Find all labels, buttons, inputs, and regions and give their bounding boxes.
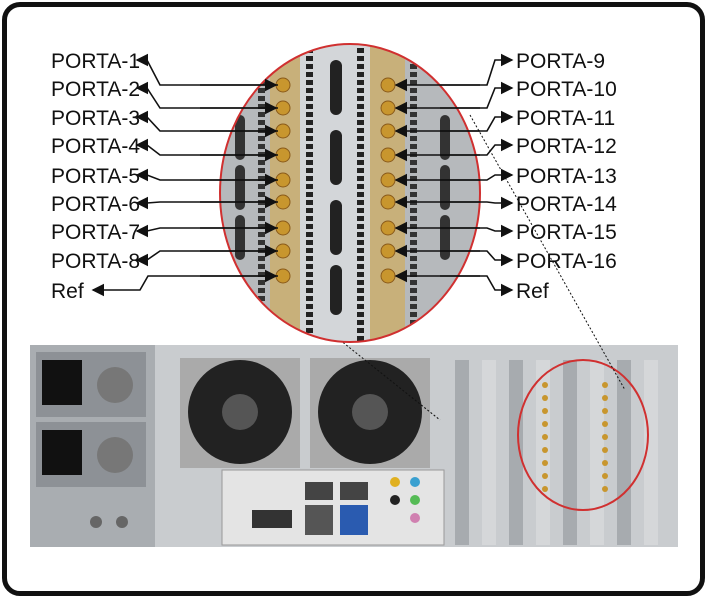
highlight-circle-small (517, 359, 649, 511)
right-arrow (440, 196, 514, 210)
left-port-label: PORTA-8 (51, 250, 140, 273)
sma-connector (275, 172, 291, 188)
sma-connector (602, 421, 608, 427)
sma-connector (275, 243, 291, 259)
sma-connector (602, 486, 608, 492)
right-arrow (440, 250, 514, 267)
sma-connector (542, 382, 548, 388)
sma-connector (380, 243, 396, 259)
right-port-label: PORTA-12 (516, 135, 617, 158)
sma-connector (380, 268, 396, 284)
sma-connector (542, 408, 548, 414)
pci-slot (644, 360, 658, 545)
left-port-label: PORTA-1 (51, 50, 140, 73)
right-arrow (440, 53, 514, 86)
left-port-label: PORTA-3 (51, 107, 140, 130)
sma-connector (275, 123, 291, 139)
sma-connector (380, 172, 396, 188)
power-socket-icon (42, 430, 82, 475)
sma-connector (542, 473, 548, 479)
pci-slot (482, 360, 496, 545)
right-arrow (440, 81, 514, 109)
right-port-label: Ref (516, 280, 549, 303)
pci-slot (617, 360, 631, 545)
pci-slot (536, 360, 550, 545)
sma-connector (542, 421, 548, 427)
left-port-label: Ref (51, 280, 84, 303)
sma-connector (275, 100, 291, 116)
sma-connector (602, 473, 608, 479)
right-port-label: PORTA-10 (516, 78, 617, 101)
right-port-label: PORTA-13 (516, 165, 617, 188)
right-arrow (440, 110, 514, 132)
pci-slot (590, 360, 604, 545)
left-port-label: PORTA-6 (51, 193, 140, 216)
sma-connector (380, 147, 396, 163)
left-port-label: PORTA-4 (51, 135, 140, 158)
pci-slot (509, 360, 523, 545)
highlight-ellipse (219, 43, 481, 343)
sma-connector (602, 395, 608, 401)
sma-connector (602, 434, 608, 440)
sma-connector (542, 447, 548, 453)
sma-connector (380, 194, 396, 210)
left-arrow (135, 53, 278, 86)
sma-connector (602, 460, 608, 466)
left-port-label: PORTA-2 (51, 78, 140, 101)
left-port-label: PORTA-7 (51, 221, 140, 244)
right-port-label: PORTA-15 (516, 221, 617, 244)
right-port-label: PORTA-9 (516, 50, 605, 73)
right-port-label: PORTA-11 (516, 107, 615, 130)
sma-connector (542, 395, 548, 401)
left-port-label: PORTA-5 (51, 165, 140, 188)
sma-connector (602, 408, 608, 414)
sma-connector (275, 147, 291, 163)
server-chassis-photo (30, 345, 678, 547)
right-arrow (440, 275, 514, 297)
right-arrow (440, 224, 514, 238)
sma-connector (275, 77, 291, 93)
sma-connector (380, 123, 396, 139)
pci-slot (455, 360, 469, 545)
zoomed-connector-view (220, 44, 480, 342)
sma-connector (380, 77, 396, 93)
right-arrow (440, 168, 514, 182)
sma-connector (542, 486, 548, 492)
sma-connector (380, 220, 396, 236)
right-port-label: PORTA-16 (516, 250, 617, 273)
leader-line (469, 114, 626, 391)
sma-connector (275, 194, 291, 210)
right-port-label: PORTA-14 (516, 193, 617, 216)
sma-connector (275, 220, 291, 236)
sma-connector (380, 100, 396, 116)
sma-connector (602, 447, 608, 453)
pci-slot (563, 360, 577, 545)
sma-connector (542, 460, 548, 466)
sma-connector (275, 268, 291, 284)
sma-connector (542, 434, 548, 440)
sma-connector (602, 382, 608, 388)
right-arrow (440, 138, 514, 156)
power-socket-icon (42, 360, 82, 405)
